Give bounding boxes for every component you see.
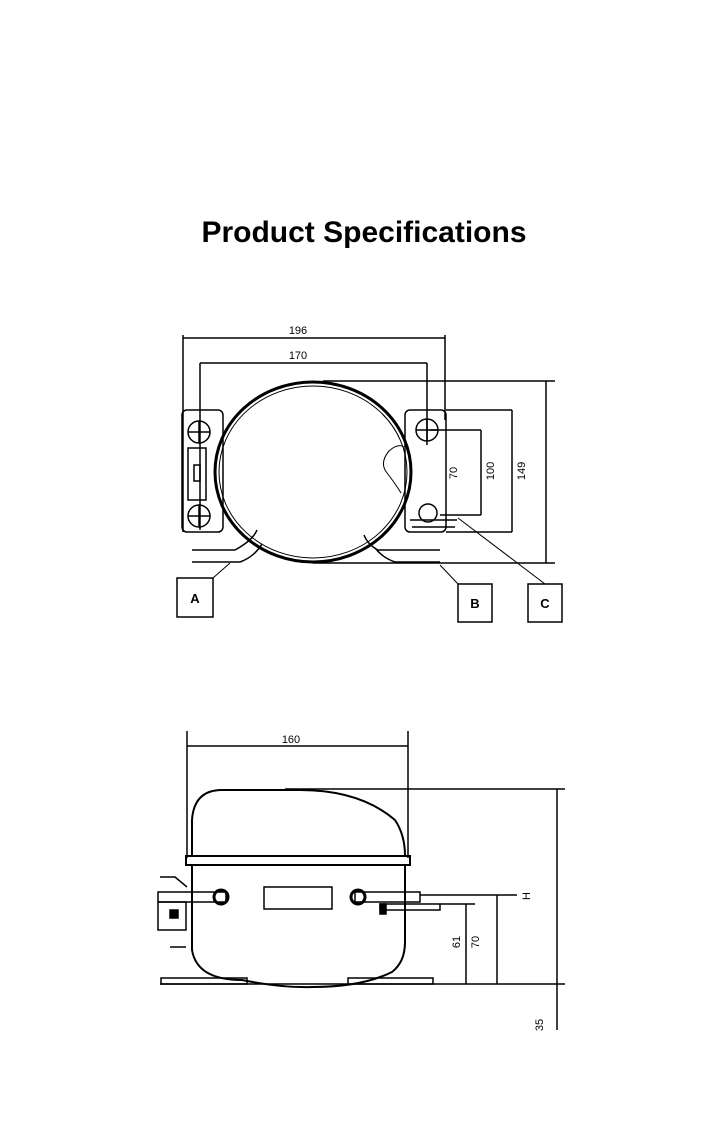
shell-band: [185, 855, 411, 866]
callout-b: B: [470, 596, 479, 611]
compressor-shell: [213, 380, 413, 564]
dimension-160: 160: [186, 731, 409, 858]
dimension-170: 170: [199, 350, 428, 530]
callout-a: A: [190, 591, 200, 606]
dimension-70: 70: [448, 467, 460, 479]
dimension-h: H: [521, 892, 533, 900]
page-title: Product Specifications: [201, 216, 527, 249]
dimension-61: 61: [451, 936, 463, 948]
dimension-100: 100: [485, 462, 497, 480]
terminal-box: [187, 447, 207, 501]
dimension-149: 149: [516, 462, 528, 480]
compressor-body: [191, 865, 406, 989]
terminal-cover: [157, 901, 187, 931]
dimension-70: 70: [470, 936, 482, 948]
dimension-196: 196: [182, 325, 446, 532]
callout-c: C: [540, 596, 550, 611]
dimension-35: 35: [534, 1019, 546, 1031]
nameplate: [263, 886, 333, 910]
compressor-dome: [191, 789, 406, 857]
svg-text:160: 160: [282, 734, 300, 746]
right-bracket: [404, 409, 447, 533]
svg-text:196: 196: [289, 325, 307, 337]
svg-text:170: 170: [289, 350, 307, 362]
left-bracket: [181, 409, 224, 533]
